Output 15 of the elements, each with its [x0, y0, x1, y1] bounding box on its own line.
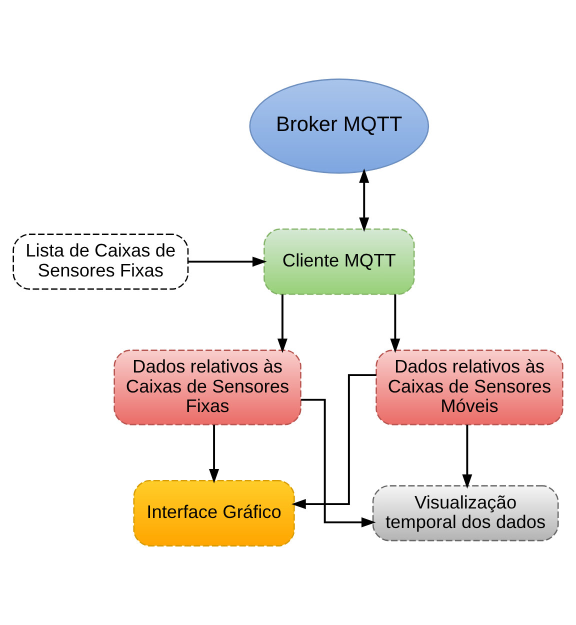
arrow: [390, 294, 400, 353]
arrow: [462, 424, 472, 489]
node-box: Lista de Caixas de Sensores Fixas: [12, 234, 189, 290]
node-box: Interface Gráfico: [133, 480, 295, 546]
arrow: [209, 424, 220, 484]
arrow: [292, 374, 376, 510]
node-box: Dados relativos às Caixas de Sensores Fixas: [114, 350, 302, 426]
node-box: Cliente MQTT: [264, 228, 415, 295]
node-box: Visualização temporal dos dados: [372, 485, 559, 542]
arrow: [277, 294, 288, 353]
node-ellipse: Broker MQTT: [249, 78, 430, 174]
arrow: [188, 256, 267, 267]
arrow: [301, 398, 376, 528]
node-box: Dados relativos às Caixas de Sensores Móveis: [376, 350, 564, 426]
arrow: [359, 168, 370, 232]
